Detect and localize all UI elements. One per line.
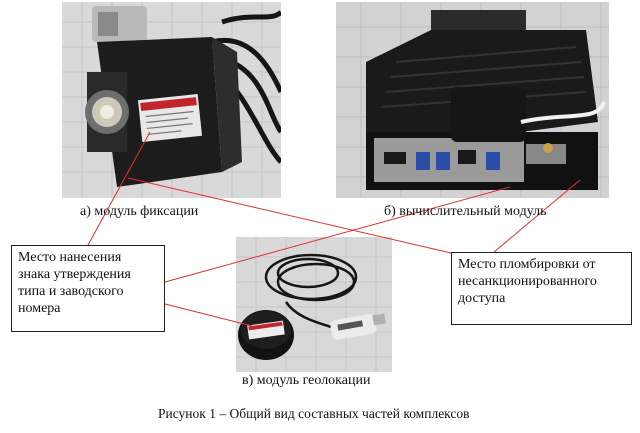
callout-left-line: Место нанесения (18, 250, 122, 265)
photo-computing-module (336, 2, 609, 198)
panel-c-caption: в) модуль геолокации (242, 373, 371, 388)
panel-a-caption: а) модуль фиксации (80, 204, 199, 219)
callout-left-line: знака утверждения (18, 267, 131, 282)
figure-caption: Рисунок 1 – Общий вид составных частей к… (158, 406, 470, 421)
callout-right-line: доступа (458, 291, 506, 306)
panel-b-caption: б) вычислительный модуль (384, 204, 547, 219)
callout-right-line: несанкционированного (458, 274, 597, 289)
photo-fixation-module (62, 2, 281, 198)
photo-geolocation-module (236, 237, 392, 372)
callout-approval-mark-location: Место нанесения знака утверждения типа и… (11, 245, 165, 332)
callout-left-line: номера (18, 301, 61, 316)
callout-right-line: Место пломбировки от (458, 257, 596, 272)
callout-seal-location: Место пломбировки от несанкционированног… (451, 252, 632, 325)
callout-left-line: типа и заводского (18, 284, 124, 299)
